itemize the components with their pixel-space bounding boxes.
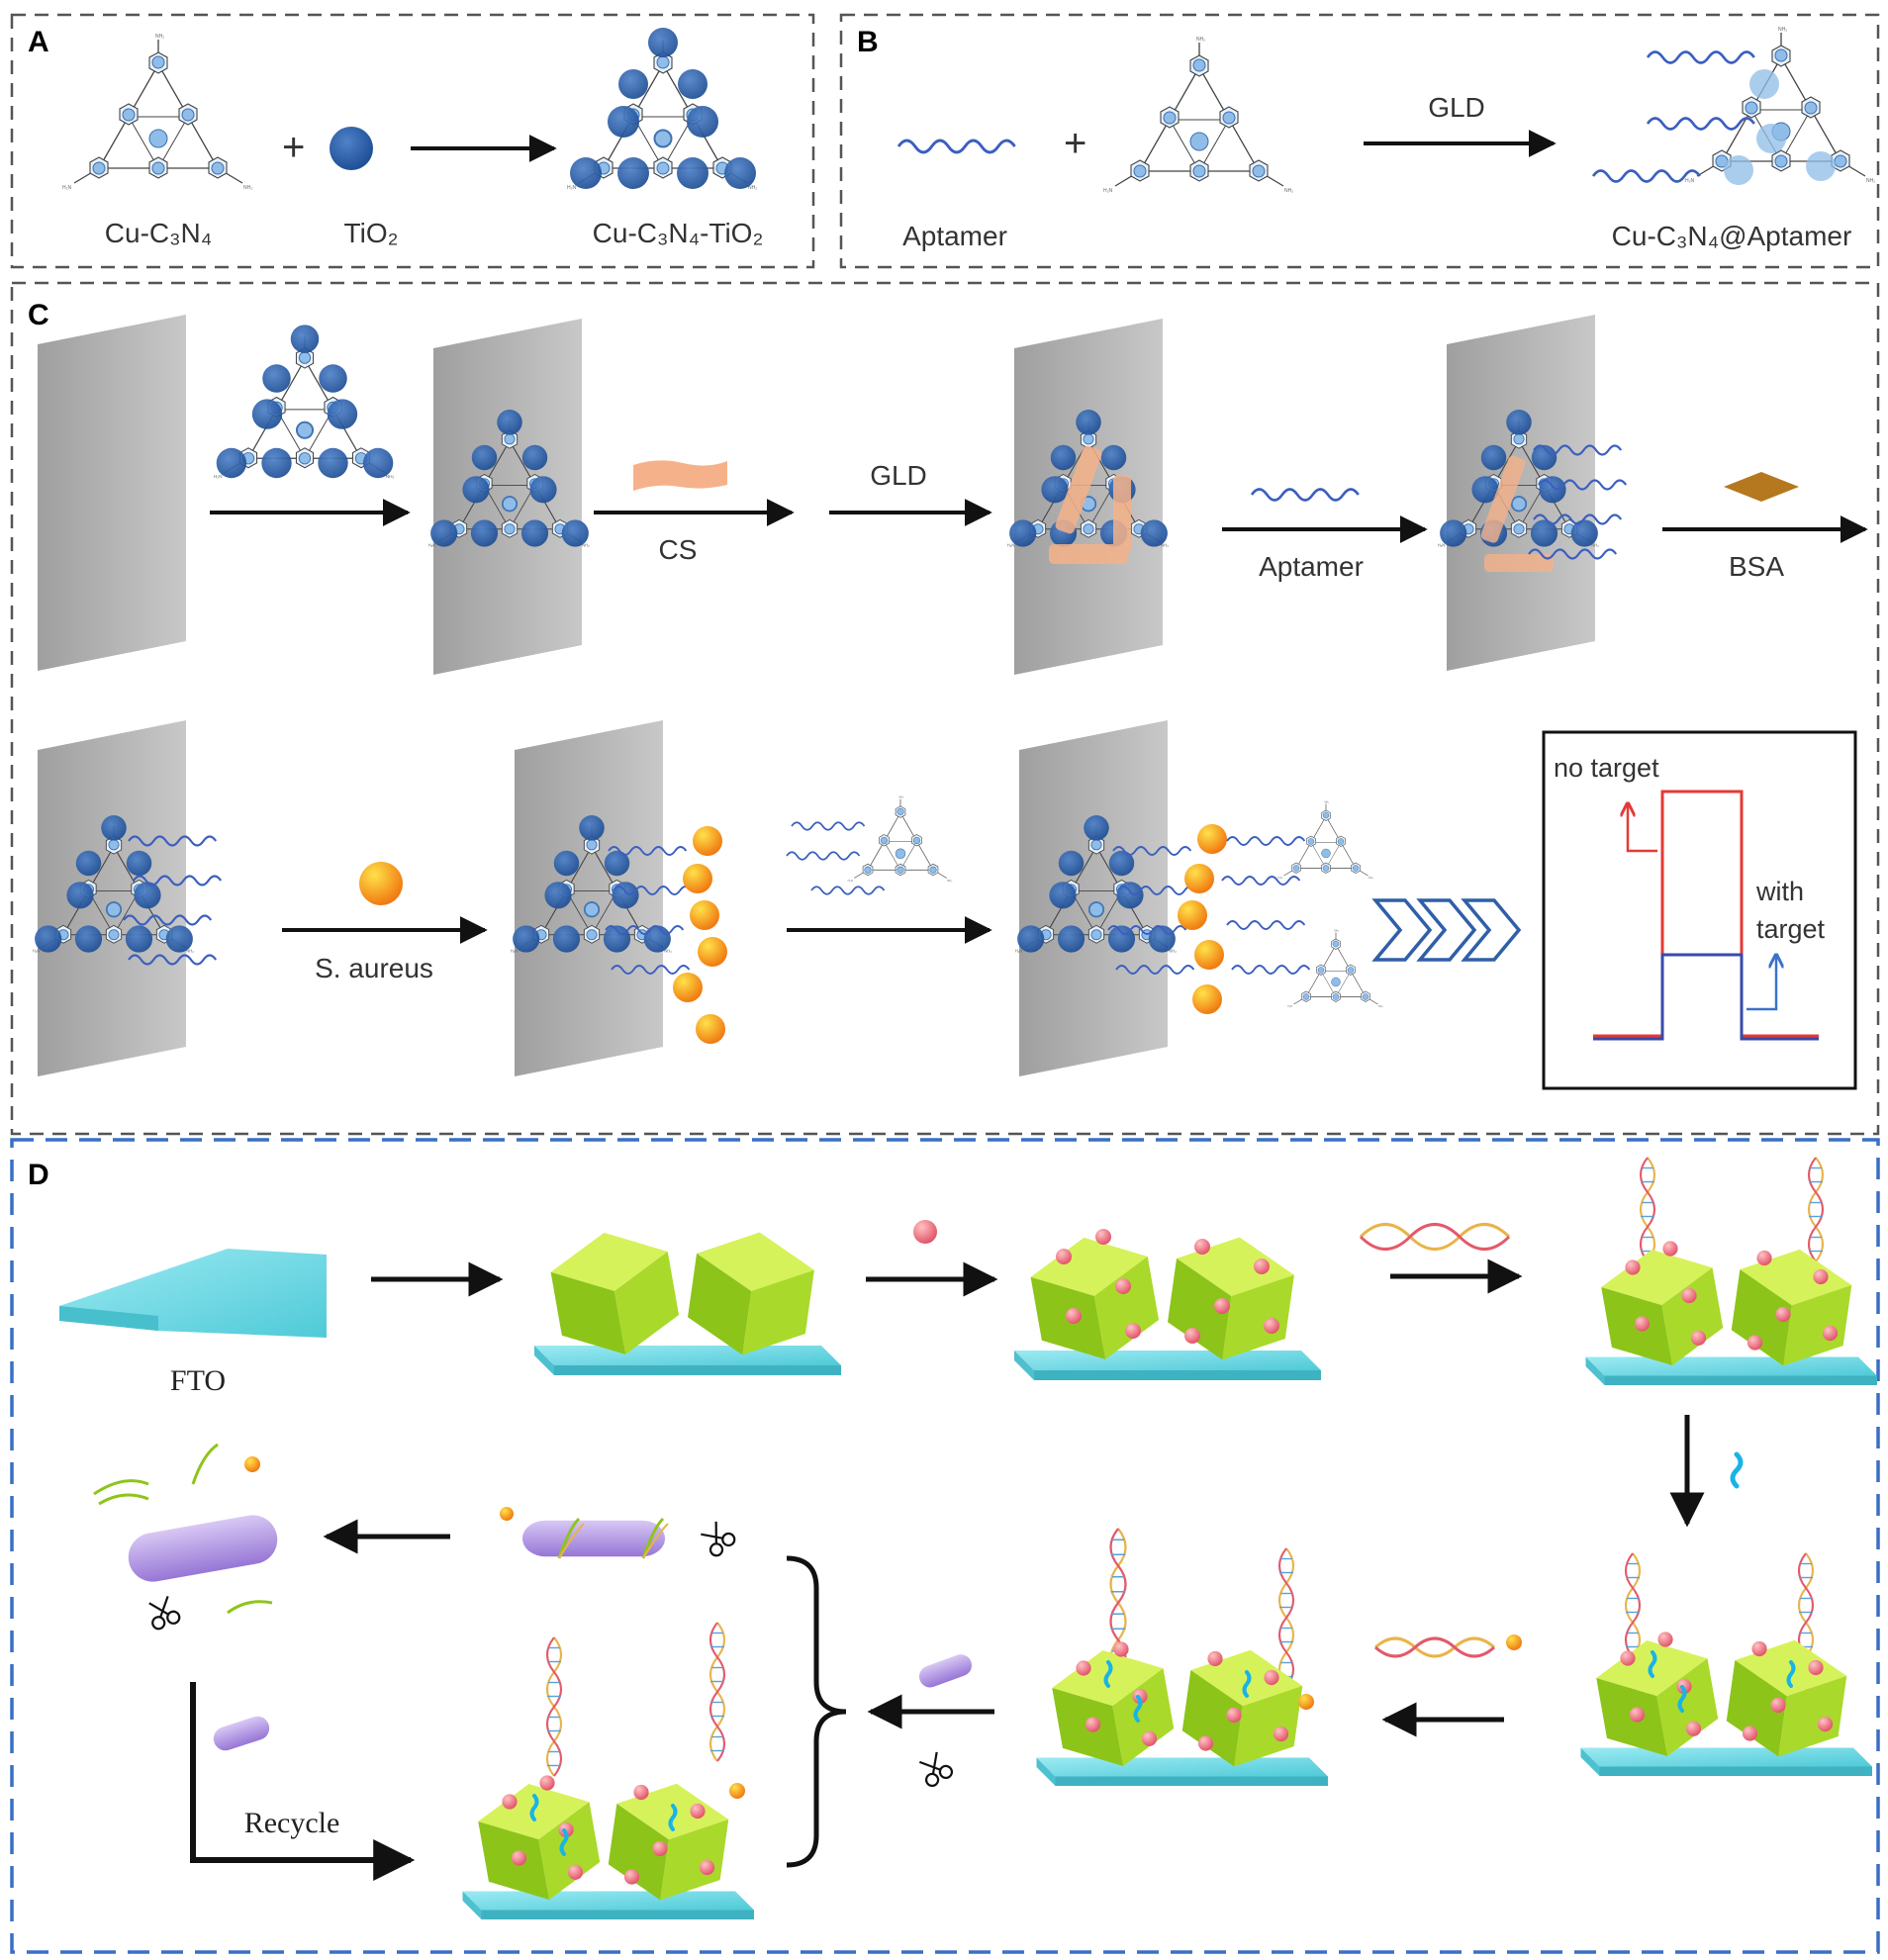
cube-cluster-4 <box>1581 1551 1873 1776</box>
electrode-modified-5 <box>515 720 663 1076</box>
cu-c3n4-aptamer-structure <box>1591 26 1876 185</box>
panel-b: B + GLD Aptamer Cu-C₃N₄@Aptamer <box>839 13 1880 269</box>
electrode-2-composite <box>1007 410 1170 564</box>
panel-c-letter: C <box>28 299 49 331</box>
scissors-icon-2 <box>697 1518 738 1559</box>
label-aptamer-c: Aptamer <box>1259 551 1364 582</box>
label-cu-c3n4-tio2: Cu-C₃N₄-TiO₂ <box>593 218 764 248</box>
cube-cluster-3 <box>1586 1156 1878 1385</box>
panel-a-letter: A <box>28 26 49 58</box>
label-cu-c3n4: Cu-C₃N₄ <box>105 218 212 248</box>
label-target: target <box>1756 914 1826 944</box>
cs-icon <box>633 460 727 491</box>
label-s-aureus: S. aureus <box>315 953 433 983</box>
chevrons-icon <box>1371 898 1522 962</box>
signal-response-box: no target with target <box>1542 730 1857 1090</box>
cu-c3n4-structure <box>61 33 253 192</box>
electrode-modified-4 <box>38 720 186 1076</box>
label-cu-c3n4-aptamer: Cu-C₃N₄@Aptamer <box>1612 221 1852 251</box>
panel-b-letter: B <box>857 26 879 58</box>
cube-cluster-2 <box>1014 1227 1321 1380</box>
plus-sign: + <box>282 126 305 169</box>
curly-brace <box>786 1555 847 1868</box>
electrode-modified-3 <box>1447 315 1595 671</box>
bacterium-cleaved <box>93 1443 282 1615</box>
bacterium-with-probe <box>500 1507 669 1559</box>
pink-nanoparticle-icon <box>913 1220 937 1244</box>
label-bsa: BSA <box>1729 551 1784 582</box>
electrode-6-sandwich <box>1015 800 1383 1014</box>
scissors-icon-3 <box>143 1593 183 1633</box>
label-tio2: TiO₂ <box>344 218 399 248</box>
label-no-target: no target <box>1554 753 1659 783</box>
panel-d-letter: D <box>28 1159 49 1191</box>
recycle-arrow <box>190 1682 416 1881</box>
s-aureus-icon <box>359 862 403 905</box>
bacterium-recycle-icon <box>213 1716 270 1751</box>
cu-c3n4-structure-b <box>1102 36 1294 195</box>
electrode-3-composite <box>1438 410 1628 572</box>
scissors-icon-1 <box>914 1748 956 1790</box>
label-fto: FTO <box>170 1364 226 1397</box>
label-recycle: Recycle <box>244 1807 340 1839</box>
tio2-composite-c <box>214 325 395 480</box>
panel-a: A + Cu-C₃N₄ TiO₂ Cu-C₃N₄-TiO₂ <box>10 13 815 269</box>
aptamer-probe-icon <box>786 794 953 895</box>
label-aptamer-b: Aptamer <box>902 221 1007 251</box>
cu-c3n4-tio2-structure <box>567 28 757 191</box>
label-cs: CS <box>659 534 698 565</box>
blue-fragment-icon <box>1730 1451 1744 1489</box>
label-gld-b: GLD <box>1428 92 1485 123</box>
tio2-particle <box>330 127 373 170</box>
cube-cluster-1 <box>534 1222 841 1375</box>
label-with: with <box>1755 877 1804 906</box>
probe-strand-icon <box>1373 1634 1522 1658</box>
aptamer-strand <box>897 139 1017 154</box>
cube-cluster-5 <box>1037 1527 1329 1786</box>
fto-substrate <box>59 1249 327 1338</box>
plus-sign-b: + <box>1064 122 1086 165</box>
panel-d: D FTO <box>10 1138 1880 1954</box>
panel-c: C CS GLD Aptamer <box>10 281 1880 1136</box>
dna-strand-icon <box>1359 1223 1511 1251</box>
bare-electrode <box>38 315 186 671</box>
bacterium-small-icon <box>918 1654 972 1688</box>
label-gld-c: GLD <box>870 460 927 491</box>
cube-cluster-6 <box>463 1621 755 1919</box>
electrode-modified-6 <box>1019 720 1168 1076</box>
electrode-5-composite <box>511 815 727 1044</box>
aptamer-icon-c <box>1250 488 1361 502</box>
bsa-icon <box>1724 472 1799 502</box>
